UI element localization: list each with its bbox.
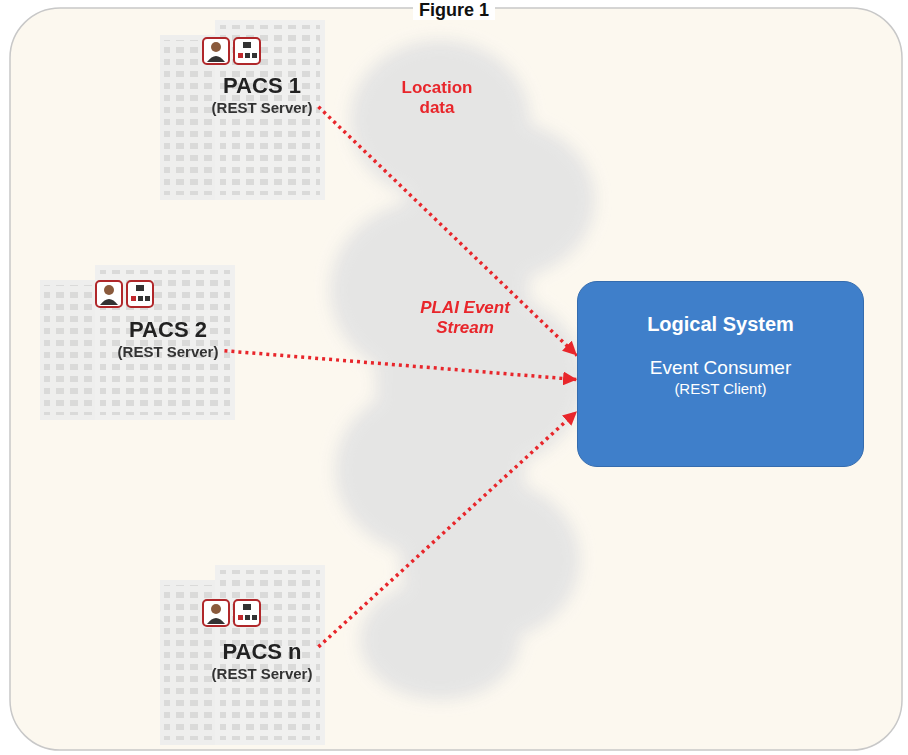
event-stream-arrow — [318, 107, 577, 356]
node-title: PACS 1 — [212, 74, 313, 98]
node-subtitle: Event Consumer — [650, 356, 792, 379]
pacs-node: PACS n(REST Server) — [206, 638, 319, 685]
node-subtitle: (REST Server) — [212, 664, 313, 683]
node-title: Logical System — [647, 312, 794, 336]
building-illustrations — [40, 20, 325, 745]
node-title: PACS n — [212, 640, 313, 664]
stream-label: PLAI Event Stream — [405, 298, 525, 338]
system-box: Logical SystemEvent Consumer(REST Client… — [577, 281, 864, 467]
title-text: Figure 1 — [413, 0, 495, 20]
node-subtitle: (REST Server) — [212, 98, 313, 117]
pacs-node: PACS 1(REST Server) — [206, 72, 319, 119]
pacs-node: PACS 2(REST Server) — [112, 316, 225, 363]
node-title: PACS 2 — [118, 318, 219, 342]
node-subtitle: (REST Client) — [674, 379, 766, 398]
event-stream-arrow — [224, 351, 577, 380]
pacs-icons — [96, 38, 260, 626]
node-subtitle: (REST Server) — [118, 342, 219, 361]
background-panel — [10, 8, 902, 750]
event-stream-arrow — [318, 411, 577, 647]
edge-label: Location data — [392, 78, 482, 118]
figure-title: Figure 1 — [0, 0, 908, 21]
